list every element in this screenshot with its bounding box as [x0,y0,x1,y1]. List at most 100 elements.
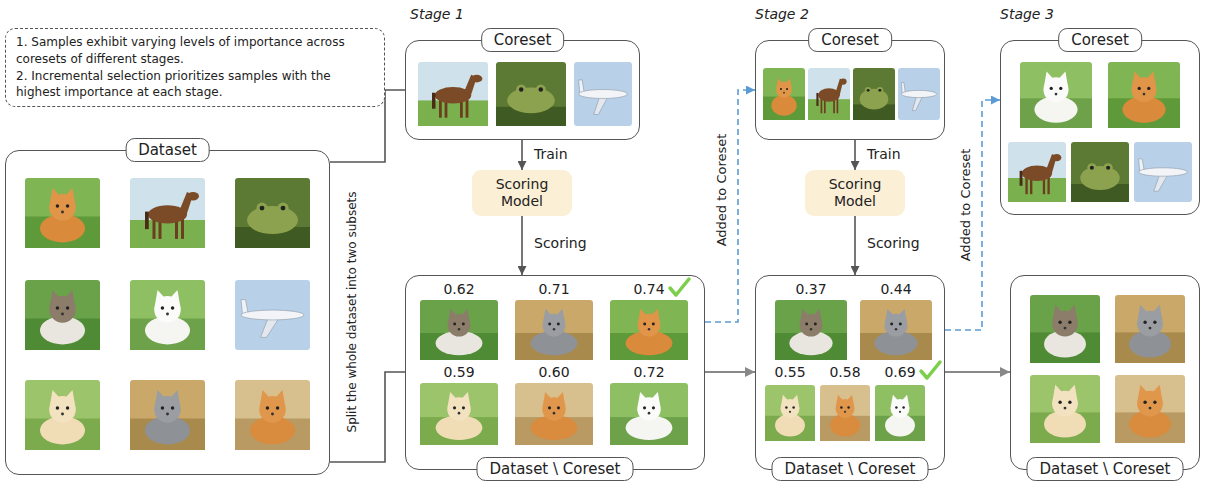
animal-eye [1068,321,1071,324]
animal-nose [166,413,169,416]
frog-eye [1103,163,1112,172]
edge-label: Scoring [865,235,922,251]
photo-background [853,68,895,120]
animal-eye [1059,87,1062,90]
split-note: Split the whole dataset into two subsets [345,192,359,433]
check-mark [670,279,689,295]
animal-eye [814,323,817,326]
photo-background [1030,375,1100,443]
animal-eye [66,204,69,207]
score-value: 0.55 [774,364,805,380]
photo-background [820,385,870,441]
animal-eye [548,323,551,326]
photo-thumbnail [1115,375,1185,443]
frog-pupil [260,206,265,211]
photo-thumbnail [1108,62,1180,128]
animal-nose [1055,93,1058,96]
photo-thumbnail [25,380,100,450]
animal-eye [643,323,646,326]
photo-thumbnail [898,68,940,120]
photo-thumbnail [25,178,100,248]
score-value: 0.44 [880,281,911,297]
animal-head [1137,311,1163,337]
frog-body [1080,166,1119,190]
photo-background [1020,62,1092,128]
photo-background [898,68,940,120]
animal-eye [56,204,59,207]
horse-head [187,192,199,200]
frog-eye [277,203,288,214]
photo-background [496,62,566,126]
animal-head [1052,391,1078,417]
photo-thumbnail [853,68,895,120]
animal-head [49,296,76,323]
animal-nose [895,328,898,331]
check-mark [921,362,940,378]
animal-nose [899,411,901,413]
scoring-model-box: Scoring Model [805,170,905,216]
photo-background [1115,375,1185,443]
animal-head [1131,77,1156,102]
train-arrow [521,140,523,170]
score-value: 0.62 [443,281,474,297]
photo-background [515,300,593,360]
photo-thumbnail [1071,142,1129,202]
photo-thumbnail [235,380,310,450]
animal-eye [171,306,174,309]
animal-head [448,314,471,337]
photo-ground [808,99,850,120]
photo-ground [418,100,488,126]
photo-thumbnail [763,68,805,120]
animal-head [447,397,471,421]
photo-background [1115,295,1185,363]
plane-fuselage [901,90,936,97]
animal-eye [792,406,794,408]
horse-tail [432,93,436,109]
train-arrow [854,140,856,170]
animal-eye [557,406,560,409]
photo-thumbnail [515,383,593,445]
animal-nose [648,328,651,331]
photo-background [420,383,498,445]
animal-eye [161,406,164,409]
photo-ground [1008,178,1066,202]
photo-background [130,380,205,450]
animal-head [1052,311,1078,337]
animal-nose [61,313,64,316]
animal-head [885,314,908,337]
animal-nose [61,211,64,214]
next-stage-arrow [705,371,755,373]
animal-head [259,396,286,423]
note-box: 1. Samples exhibit varying levels of imp… [5,28,385,107]
animal-head [49,396,76,423]
edge-label: Train [865,146,903,162]
edge-label: Train [532,146,570,162]
animal-eye [1143,401,1146,404]
animal-eye [66,306,69,309]
box-title-tab: Coreset [481,28,565,52]
scoring-arrow [854,216,856,275]
horse-tail [816,93,818,106]
animal-eye [899,323,902,326]
frog-pupil [519,87,523,91]
photo-background [1008,142,1066,202]
photo-background [130,280,205,350]
note-text: 2. Incremental selection prioritizes sam… [16,68,374,102]
photo-background [418,62,488,126]
photo-background [1030,295,1100,363]
box-label: Scoring Model [811,176,899,210]
animal-head [542,397,566,421]
animal-eye [805,323,808,326]
scoring-arrow [521,216,523,275]
photo-background [765,385,815,441]
photo-ground [130,220,205,248]
animal-nose [783,92,785,94]
photo-background [610,300,688,360]
dataset-box: Dataset [5,150,330,475]
animal-eye [1058,401,1061,404]
animal-nose [648,412,651,415]
photo-background [515,383,593,445]
frog-pupil [281,206,286,211]
photo-background [860,300,932,360]
animal-nose [61,413,64,416]
